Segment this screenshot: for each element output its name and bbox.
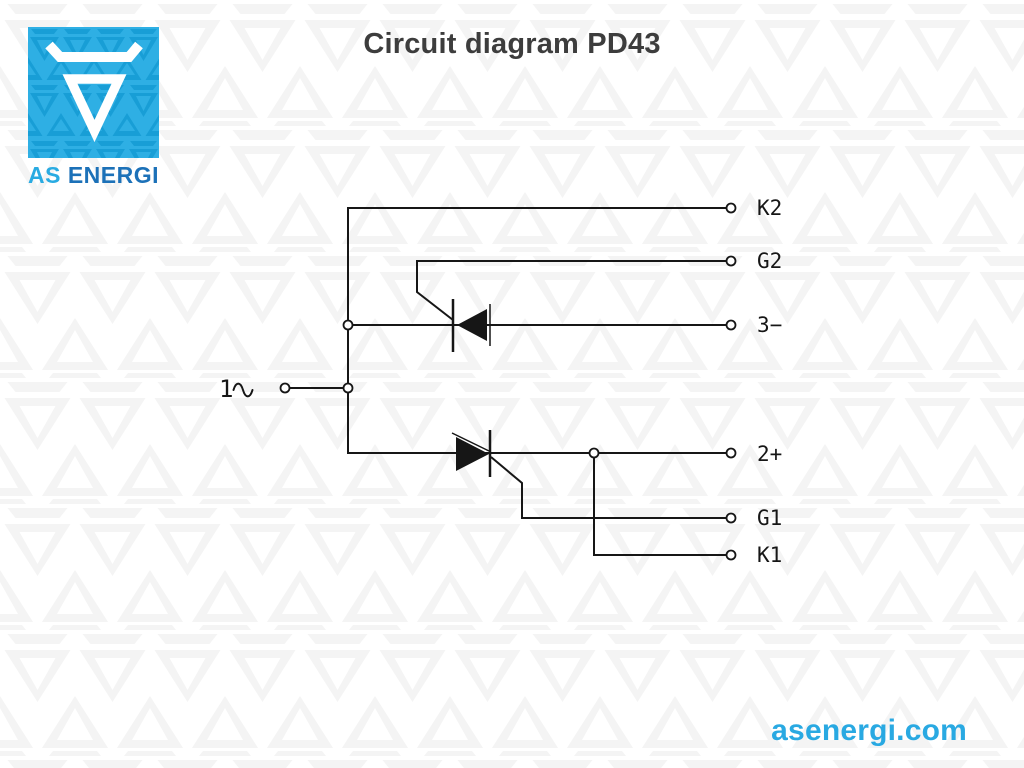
terminal-k1-circle xyxy=(725,549,737,561)
ac-source-label: 1 xyxy=(219,375,233,403)
brand-name-as: AS xyxy=(28,161,61,189)
ac-source-node xyxy=(279,382,291,394)
wire-gate1 xyxy=(490,456,726,519)
thyristor-bottom-edge-line xyxy=(451,432,490,452)
terminal-label-g1: G1 xyxy=(757,506,782,530)
terminal-g2-circle xyxy=(725,255,737,267)
terminal-label-2plus: 2+ xyxy=(757,442,782,466)
website-watermark: asenergi.com xyxy=(771,714,967,747)
junction-3minus xyxy=(342,319,354,331)
thyristor-top xyxy=(451,299,491,352)
terminal-k2-circle xyxy=(725,202,737,214)
terminal-label-k1: K1 xyxy=(757,543,782,567)
junction-k1 xyxy=(588,447,600,459)
logo-glyph-triangle xyxy=(62,74,127,143)
terminal-g1-circle xyxy=(725,512,737,524)
terminal-label-3minus: 3− xyxy=(757,313,782,337)
wires xyxy=(285,207,727,556)
terminal-label-k2: K2 xyxy=(757,196,782,220)
terminal-3minus-circle xyxy=(725,319,737,331)
thyristor-bottom xyxy=(451,430,492,477)
as-energi-logo-icon xyxy=(28,27,159,158)
wire-main-k2-to-2plus xyxy=(347,207,727,454)
page-title: Circuit diagram PD43 xyxy=(363,28,661,60)
wire-gate2 xyxy=(416,260,726,321)
brand-name-energi: ENERGI xyxy=(67,161,159,189)
sine-wave-icon xyxy=(232,382,254,398)
logo-glyph xyxy=(45,41,143,143)
terminal-label-g2: G2 xyxy=(757,249,782,273)
brand-name: AS ENERGI xyxy=(28,162,159,190)
brand-logo: AS ENERGI xyxy=(28,27,159,189)
terminal-labels: K2 G2 3− 2+ G1 K1 xyxy=(757,196,782,567)
thyristor-top-triangle xyxy=(457,309,487,341)
logo-glyph-bar xyxy=(45,41,143,62)
terminal-2plus-circle xyxy=(725,447,737,459)
ac-source-marking: 1 xyxy=(219,375,254,403)
thyristor-bottom-triangle xyxy=(456,437,489,471)
junction-source xyxy=(342,382,354,394)
wire-k1 xyxy=(593,453,726,556)
nodes xyxy=(279,202,737,561)
